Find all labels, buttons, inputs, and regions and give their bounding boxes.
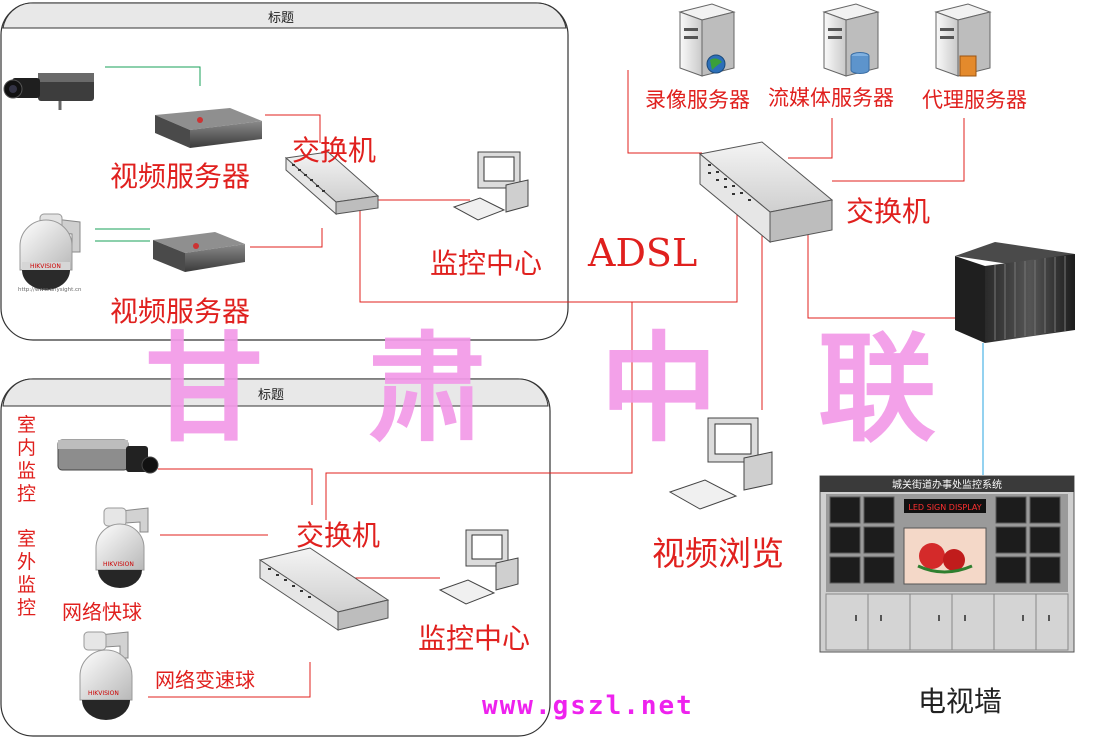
proxy-server-icon (934, 3, 992, 77)
stream-server-icon (822, 3, 880, 77)
box-camera-icon (3, 73, 94, 110)
adsl-label: ADSL (588, 231, 698, 275)
watermark-char-1: 甘 (145, 320, 264, 458)
monitor-center-bottom-label: 监控中心 (418, 622, 531, 655)
video-server-1-icon (155, 108, 262, 148)
watermark-char-3: 中 (600, 320, 719, 458)
switch-bottom-icon (258, 547, 390, 631)
stream-server-label: 流媒体服务器 (768, 86, 894, 110)
ptz-dome-camera-icon: HIKVISION http://www.anysight.cn (18, 213, 82, 293)
record-server-label: 录像服务器 (645, 88, 750, 112)
tv-wall-header: 城关街道办事处监控系统 (892, 478, 1002, 491)
top-panel (0, 2, 569, 341)
tv-wall-led-text: LED SIGN DISPLAY (908, 503, 981, 512)
tv-wall-label: 电视墙 (918, 685, 1003, 718)
switch-bottom-label: 交换机 (296, 519, 381, 552)
network-speed-dome-label: 网络变速球 (155, 668, 255, 692)
top-panel-title: 标题 (268, 11, 295, 26)
monitor-center-top-pc-icon (452, 151, 529, 221)
video-browse-pc-icon (668, 417, 773, 510)
video-server-2-icon (153, 232, 245, 272)
video-server-1-label: 视频服务器 (110, 160, 251, 193)
tv-wall-icon: 城关街道办事处监控系统 LED SIGN DISPLAY (819, 475, 1075, 653)
watermark-char-4: 联 (818, 320, 937, 458)
monitor-center-bottom-pc-icon (438, 529, 519, 605)
watermark-char-2: 肃 (368, 320, 487, 458)
indoor-monitor-label: 室内监控 (17, 414, 37, 505)
network-dome-camera-icon: HIKVISION (95, 507, 149, 588)
bottom-panel-title: 标题 (258, 388, 285, 403)
outdoor-monitor-label: 室外监控 (17, 528, 37, 619)
switch-right-icon (698, 141, 834, 244)
indoor-box-camera-icon (57, 439, 159, 474)
connection-lines (95, 66, 984, 698)
network-speed-dome-camera-icon: HIKVISION (79, 631, 133, 720)
dome-brand-text-2: HIKVISION (103, 561, 134, 568)
dome-brand-text: HIKVISION (30, 263, 61, 270)
monitor-center-top-label: 监控中心 (430, 247, 543, 280)
storage-rack-icon (955, 242, 1075, 343)
video-server-2-label: 视频服务器 (110, 295, 251, 328)
switch-top-icon (284, 151, 380, 216)
proxy-server-label: 代理服务器 (922, 88, 1027, 112)
video-browse-label: 视频浏览 (652, 534, 784, 573)
switch-top-label: 交换机 (292, 134, 377, 167)
dome-brand-text-3: HIKVISION (88, 690, 119, 697)
record-server-icon (678, 3, 736, 77)
switch-right-label: 交换机 (846, 195, 931, 228)
network-dome-label: 网络快球 (62, 600, 142, 624)
camera-site-text: http://www.anysight.cn (18, 287, 82, 293)
website-url: www.gszl.net (482, 691, 694, 721)
